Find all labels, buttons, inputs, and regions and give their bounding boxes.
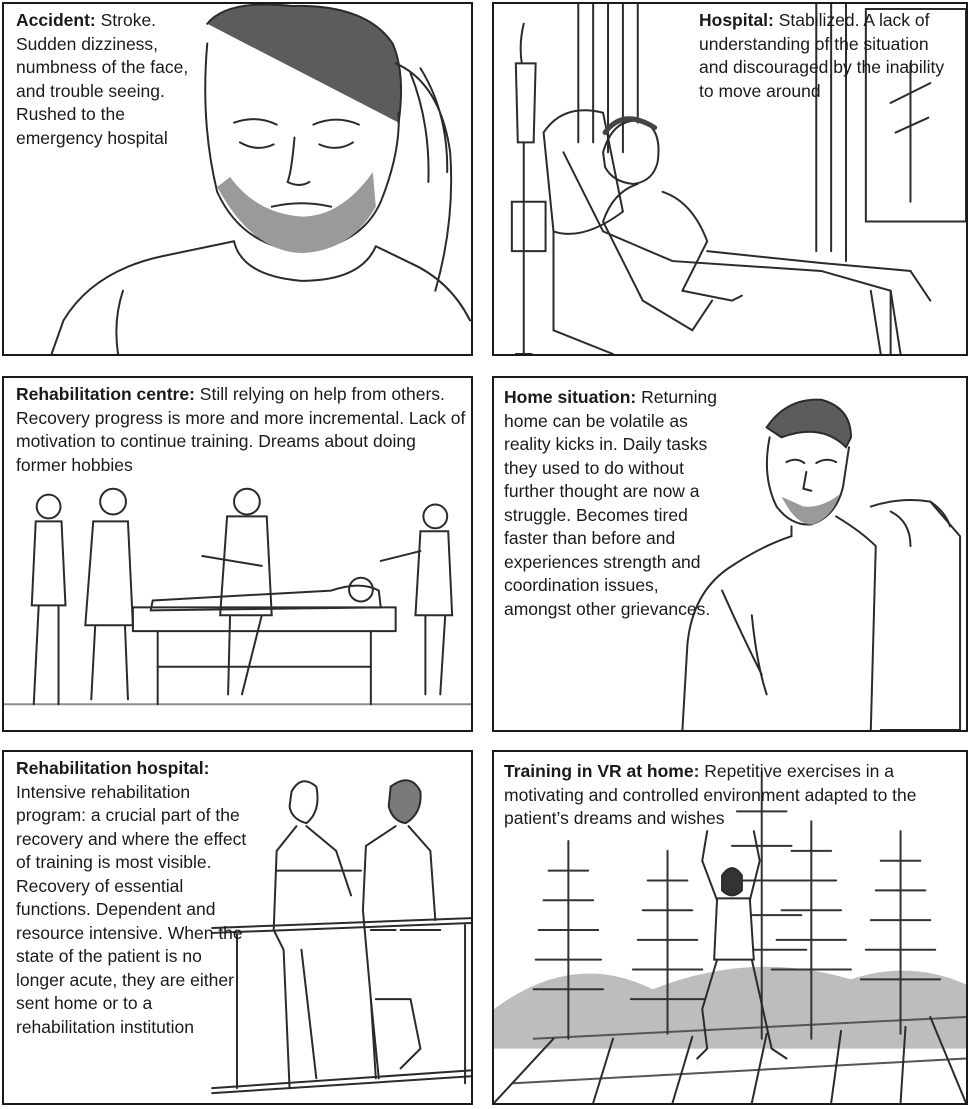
panel-hospital: Hospital: Stabilized. A lack of understa… — [492, 2, 968, 356]
caption-rehabilitation-centre: Rehabilitation centre: Still relying on … — [16, 383, 466, 477]
illustration-hospital-bed — [494, 4, 966, 354]
panel-accident: Accident: Stroke. Sudden dizziness, numb… — [2, 2, 473, 356]
caption-heading: Accident: — [16, 10, 101, 30]
caption-training-vr-home: Training in VR at home: Repetitive exerc… — [504, 760, 966, 831]
caption-heading: Hospital: — [699, 10, 779, 30]
illustration-man-dressing — [494, 378, 966, 730]
panel-training-vr-home: Training in VR at home: Repetitive exerc… — [492, 750, 968, 1105]
caption-text: Returning home can be volatile as realit… — [504, 387, 717, 619]
caption-text: Still relying on help from others. Recov… — [16, 384, 466, 475]
illustration-vr-forest — [494, 752, 966, 1103]
panel-home-situation: Home situation: Returning home can be vo… — [492, 376, 968, 732]
panel-rehabilitation-hospital: Rehabilitation hospital: Intensive rehab… — [2, 750, 473, 1105]
caption-text: Stabilized. A lack of understanding of t… — [699, 10, 945, 101]
illustration-rehab-team — [4, 378, 471, 730]
caption-text: Stroke. Sudden dizziness, numbness of th… — [16, 10, 189, 148]
caption-rehabilitation-hospital: Rehabilitation hospital: Intensive rehab… — [16, 757, 248, 1039]
caption-text: Intensive rehabilitation program: a cruc… — [16, 781, 247, 1037]
panel-rehabilitation-centre: Rehabilitation centre: Still relying on … — [2, 376, 473, 732]
caption-accident: Accident: Stroke. Sudden dizziness, numb… — [16, 9, 216, 150]
caption-heading: Training in VR at home: — [504, 761, 705, 781]
illustration-man-headache — [4, 4, 471, 354]
caption-text: Repetitive exercises in a motivating and… — [504, 761, 917, 828]
illustration-parallel-bars — [4, 752, 471, 1103]
caption-heading: Rehabilitation hospital: — [16, 758, 210, 778]
caption-heading: Rehabilitation centre: — [16, 384, 200, 404]
caption-home-situation: Home situation: Returning home can be vo… — [504, 386, 724, 621]
caption-heading: Home situation: — [504, 387, 642, 407]
caption-hospital: Hospital: Stabilized. A lack of understa… — [699, 9, 961, 103]
